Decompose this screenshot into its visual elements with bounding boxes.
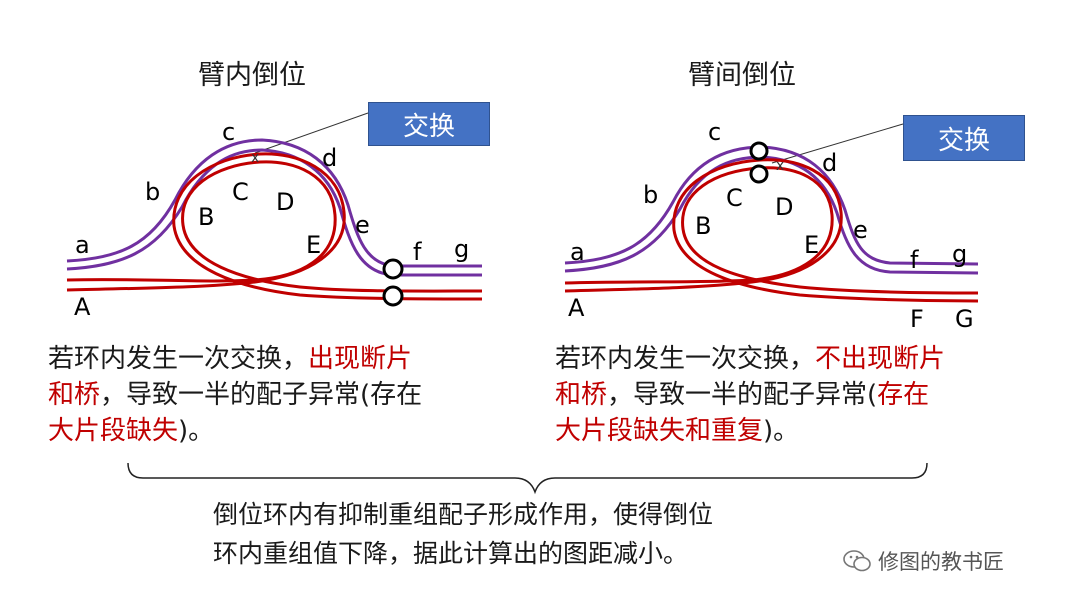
label-A-left: A (74, 293, 91, 321)
caption-right-part-1: 若环内发生一次交换， (555, 344, 816, 374)
label-B-right: B (695, 212, 711, 240)
label-g-left: g (454, 235, 469, 263)
label-a-left: a (75, 231, 90, 259)
label-c-left: c (222, 118, 235, 146)
pointer-line-left (254, 112, 369, 154)
label-D-right: D (775, 193, 793, 221)
caption-right-part-6: 大片段缺失和重复 (555, 416, 764, 446)
label-A-right: A (568, 294, 585, 322)
label-C-left: C (232, 178, 249, 206)
label-f-left: f (413, 238, 422, 266)
label-c-right: c (708, 118, 721, 146)
red-loop-chromosome-right (564, 158, 979, 303)
crossover-circle-lower-left (382, 285, 404, 307)
wechat-icon (843, 550, 871, 572)
conclusion-text: 倒位环内有抑制重组配子形成作用，使得倒位 环内重组值下降，据此计算出的图距减小。 (213, 495, 713, 573)
crossover-circle-upper-left (382, 258, 404, 280)
panel-title-paracentric: 臂内倒位 (198, 60, 306, 91)
label-f-right: f (910, 246, 919, 274)
swap-label-box-right: 交换 (903, 115, 1025, 161)
label-F-right: F (910, 305, 924, 333)
caption-left-part-4: ，导致一半的配子异常(存在 (100, 380, 423, 410)
label-b-right: b (643, 181, 658, 209)
red-loop-chromosome-left (66, 152, 483, 301)
caption-right-part-7: )。 (763, 416, 800, 446)
conclusion-line-2: 环内重组值下降，据此计算出的图距减小。 (213, 539, 689, 568)
watermark: 修图的教书匠 (842, 546, 1004, 576)
label-D-left: D (276, 188, 294, 216)
caption-left-part-3: 和桥 (48, 380, 101, 410)
curly-brace (127, 462, 928, 495)
caption-paracentric: 若环内发生一次交换，出现断片 和桥，导致一半的配子异常(存在 大片段缺失)。 (48, 341, 498, 449)
caption-right-part-4: ，导致一半的配子异常( (607, 380, 878, 410)
caption-left-part-6: )。 (178, 416, 215, 446)
caption-left-part-2: 出现断片 (308, 344, 413, 374)
label-g-right: g (952, 240, 967, 268)
label-C-right: C (726, 184, 743, 212)
purple-chromosome-left (66, 138, 482, 277)
caption-pericentric: 若环内发生一次交换，不出现断片 和桥，导致一半的配子异常(存在 大片段缺失和重复… (555, 341, 1035, 449)
watermark-text: 修图的教书匠 (878, 550, 1004, 574)
label-d-left: d (322, 144, 337, 172)
label-E-left: E (306, 231, 321, 259)
caption-left-part-5: 大片段缺失 (48, 416, 179, 446)
label-E-right: E (804, 231, 819, 259)
label-e-right: e (853, 216, 868, 244)
cross-mark-right: x (776, 158, 784, 174)
pericentric-inversion-diagram: x a b c d e f g B C D E A F G (564, 118, 979, 333)
caption-left-part-1: 若环内发生一次交换， (48, 344, 309, 374)
label-d-right: d (822, 149, 837, 177)
label-b-left: b (145, 178, 160, 206)
crossover-circle-lower-right (749, 164, 769, 184)
caption-right-part-5: 存在 (877, 380, 930, 410)
label-e-left: e (355, 211, 370, 239)
label-a-right: a (570, 238, 585, 266)
panel-title-pericentric: 臂间倒位 (688, 60, 796, 91)
conclusion-line-1: 倒位环内有抑制重组配子形成作用，使得倒位 (213, 500, 714, 529)
caption-right-part-3: 和桥 (555, 380, 608, 410)
crossover-circle-upper-right (749, 141, 769, 161)
paracentric-inversion-diagram: x a b c d e f g B C D E A (66, 112, 483, 321)
pointer-line-right (771, 123, 904, 164)
swap-label-box-left: 交换 (368, 102, 490, 146)
caption-right-part-2: 不出现断片 (815, 344, 946, 374)
label-G-right: G (955, 305, 974, 333)
cross-mark-left: x (251, 150, 259, 166)
label-B-left: B (198, 203, 214, 231)
